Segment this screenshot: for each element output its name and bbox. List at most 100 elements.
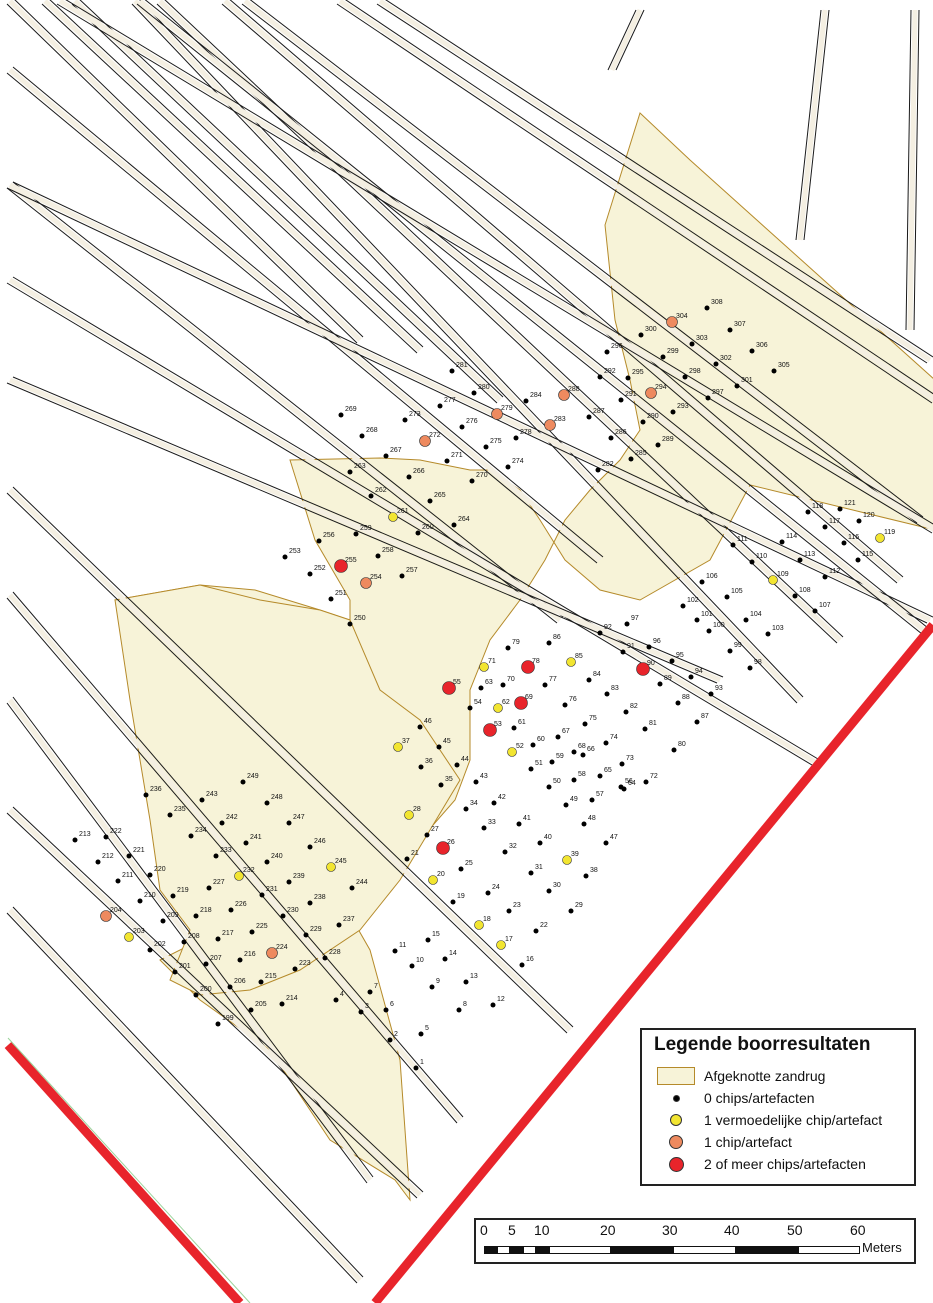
borehole-label: 265 [434, 492, 446, 499]
borehole-label: 233 [220, 847, 232, 854]
borehole-point [451, 522, 457, 528]
borehole-label: 54 [474, 699, 482, 706]
borehole-point [228, 907, 234, 913]
ditch [8, 593, 462, 1122]
borehole-point [502, 849, 508, 855]
borehole-label: 44 [461, 756, 469, 763]
borehole-label: 106 [706, 573, 718, 580]
borehole-point [419, 435, 431, 447]
borehole-point [583, 873, 589, 879]
borehole-point [467, 705, 473, 711]
ditch-edge [79, 0, 504, 398]
borehole-point [628, 456, 634, 462]
borehole-label: 260 [422, 524, 434, 531]
borehole-label: 55 [453, 679, 461, 686]
borehole-label: 109 [777, 571, 789, 578]
ditch-edge [345, 0, 933, 395]
borehole-point [404, 856, 410, 862]
ditch [223, 0, 902, 582]
borehole-label: 25 [465, 860, 473, 867]
borehole-point [604, 691, 610, 697]
ditch-edge [131, 3, 798, 704]
borehole-label: 88 [682, 694, 690, 701]
borehole-label: 201 [179, 963, 191, 970]
borehole-label: 67 [562, 728, 570, 735]
borehole-label: 57 [596, 791, 604, 798]
borehole-label: 282 [602, 461, 614, 468]
borehole-label: 238 [314, 894, 326, 901]
borehole-label: 208 [188, 933, 200, 940]
borehole-point [442, 681, 456, 695]
ditch [9, 377, 721, 683]
borehole-label: 23 [513, 902, 521, 909]
borehole-label: 59 [556, 753, 564, 760]
ditch-edge [385, 0, 933, 358]
borehole-label: 27 [431, 826, 439, 833]
borehole-label: 210 [144, 892, 156, 899]
borehole-label: 274 [512, 458, 524, 465]
borehole-label: 234 [195, 827, 207, 834]
legend-item-1: 1 vermoedelijke chip/artefact [656, 1110, 882, 1130]
borehole-point [771, 368, 777, 374]
borehole-label: 36 [425, 758, 433, 765]
borehole-label: 254 [370, 574, 382, 581]
borehole-point [568, 908, 574, 914]
borehole-label: 247 [293, 814, 305, 821]
borehole-point [519, 962, 525, 968]
borehole-label: 290 [647, 413, 659, 420]
borehole-point [680, 603, 686, 609]
borehole-label: 100 [713, 622, 725, 629]
borehole-label: 241 [250, 834, 262, 841]
borehole-label: 60 [537, 736, 545, 743]
borehole-label: 83 [611, 685, 619, 692]
borehole-label: 13 [470, 973, 478, 980]
borehole-point [581, 821, 587, 827]
borehole-label: 203 [133, 928, 145, 935]
ditch-edge [6, 912, 358, 1284]
borehole-label: 217 [222, 930, 234, 937]
borehole-label: 119 [884, 529, 895, 536]
ditch-edge [12, 906, 364, 1278]
borehole-label: 84 [593, 671, 601, 678]
borehole-point [147, 947, 153, 953]
borehole-label: 56 [625, 778, 633, 785]
borehole-point [383, 1007, 389, 1013]
borehole-point [286, 820, 292, 826]
borehole-point [424, 832, 430, 838]
borehole-point [507, 747, 517, 757]
borehole-point [483, 444, 489, 450]
borehole-point [694, 617, 700, 623]
ditch-edge [6, 492, 568, 1034]
borehole-label: 75 [589, 715, 597, 722]
borehole-point [259, 892, 265, 898]
scale-tick: 50 [787, 1222, 803, 1238]
borehole-point [621, 786, 627, 792]
borehole-label: 37 [402, 738, 410, 745]
borehole-point [506, 908, 512, 914]
borehole-label: 222 [110, 828, 122, 835]
ditch-edge [144, 0, 933, 633]
borehole-label: 81 [649, 720, 657, 727]
borehole-point [115, 878, 121, 884]
borehole-label: 229 [310, 926, 322, 933]
scale-unit: Meters [862, 1240, 902, 1255]
borehole-point [368, 493, 374, 499]
borehole-point [660, 354, 666, 360]
borehole-point [747, 665, 753, 671]
ditch [8, 68, 602, 562]
borehole-label: 225 [256, 923, 268, 930]
borehole-label: 246 [314, 838, 326, 845]
borehole-point [797, 557, 803, 563]
borehole-point [393, 742, 403, 752]
borehole-point [792, 593, 798, 599]
borehole-point [307, 571, 313, 577]
borehole-label: 216 [244, 951, 256, 958]
borehole-point [597, 630, 603, 636]
borehole-point [454, 762, 460, 768]
scale-segment [736, 1246, 798, 1254]
borehole-label: 31 [535, 864, 543, 871]
borehole-label: 214 [286, 995, 298, 1002]
borehole-point [436, 744, 442, 750]
borehole-label: 256 [323, 532, 335, 539]
borehole-point [566, 657, 576, 667]
